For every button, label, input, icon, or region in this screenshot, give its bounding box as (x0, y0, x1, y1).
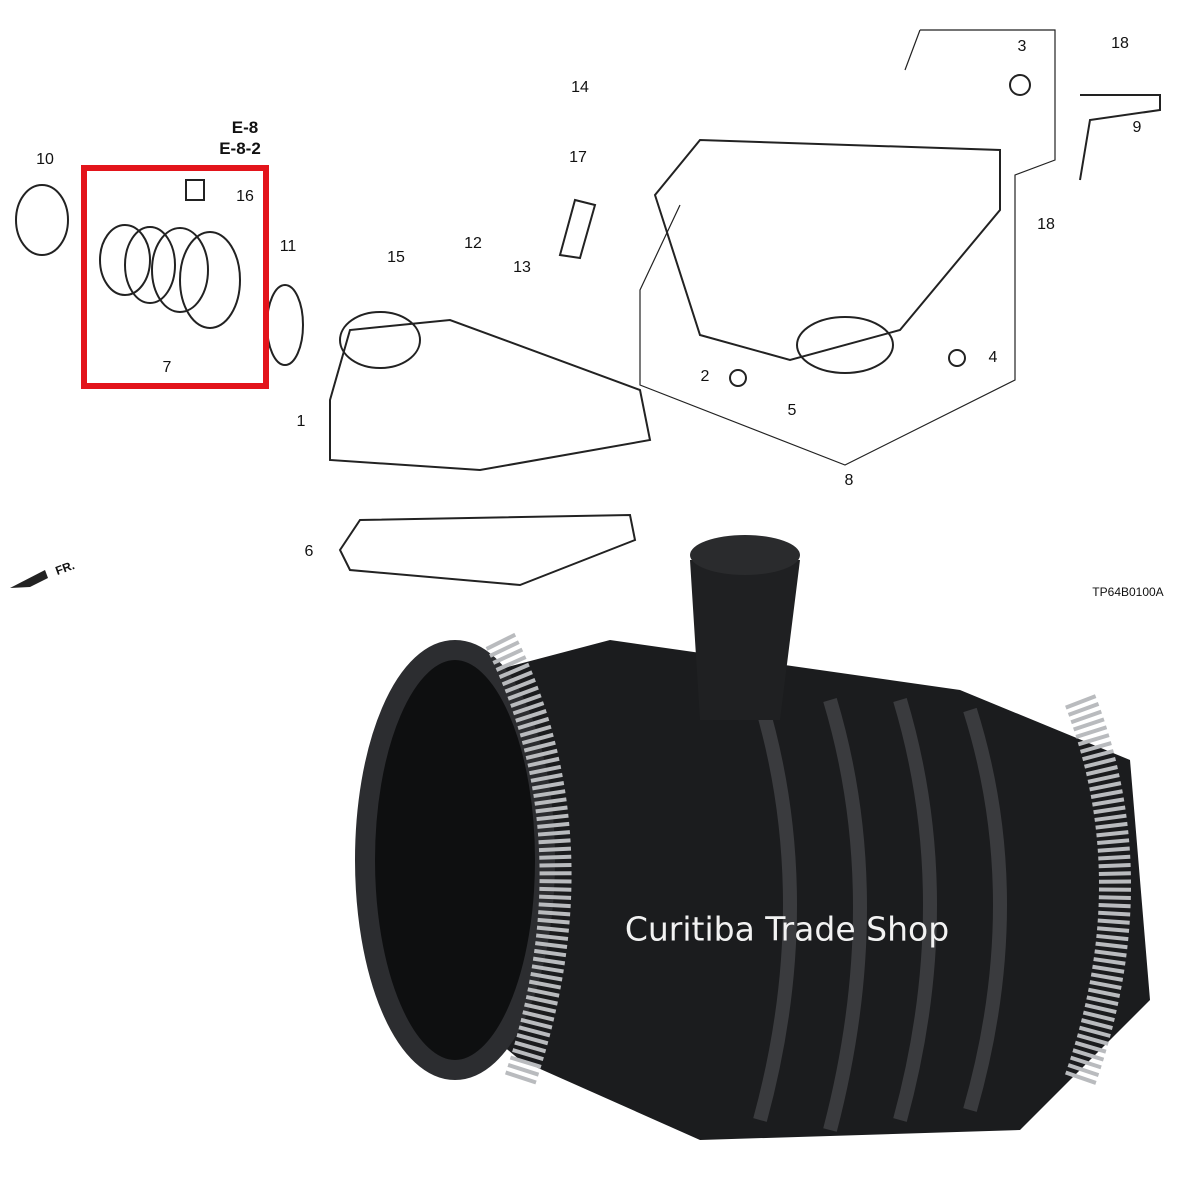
callout-7: 7 (162, 359, 172, 376)
callout-3: 3 (1017, 38, 1027, 55)
clamp-photo-left (485, 632, 572, 1086)
callout-15: 15 (387, 249, 405, 266)
highlight-box (81, 165, 269, 389)
front-arrow-icon (10, 570, 48, 588)
hose-photo (355, 535, 1150, 1140)
clip-16 (185, 179, 205, 201)
clamp-10 (15, 184, 69, 256)
air-filter-element (338, 513, 637, 587)
callout-13: 13 (513, 259, 531, 276)
reference-e8-2: E-8-2 (219, 139, 261, 158)
callout-8: 8 (844, 472, 854, 489)
callout-18-top: 18 (1111, 35, 1129, 52)
callout-6: 6 (304, 543, 314, 560)
callout-12: 12 (464, 235, 482, 252)
callout-2: 2 (700, 368, 710, 385)
callout-10: 10 (36, 151, 54, 168)
callout-14: 14 (571, 79, 589, 96)
bracket-9 (1079, 94, 1161, 181)
clamp-11 (266, 284, 304, 366)
clamp-photo-right (1064, 694, 1131, 1086)
callout-4: 4 (988, 349, 998, 366)
callout-17: 17 (569, 149, 587, 166)
callout-9: 9 (1132, 119, 1142, 136)
air-cleaner-cover (329, 318, 652, 472)
callout-18: 18 (1037, 216, 1055, 233)
reference-e8: E-8 (231, 118, 259, 137)
callout-1: 1 (296, 413, 306, 430)
air-cleaner-case (653, 138, 1001, 362)
sensor-12 (558, 198, 597, 260)
callout-11: 11 (279, 238, 297, 255)
diagram-code: TP64B0100A (1092, 585, 1164, 599)
watermark: Curitiba Trade Shop (624, 909, 950, 949)
intake-hose-diagram (99, 224, 241, 329)
callout-16: 16 (236, 188, 254, 205)
callout-5: 5 (787, 402, 797, 419)
